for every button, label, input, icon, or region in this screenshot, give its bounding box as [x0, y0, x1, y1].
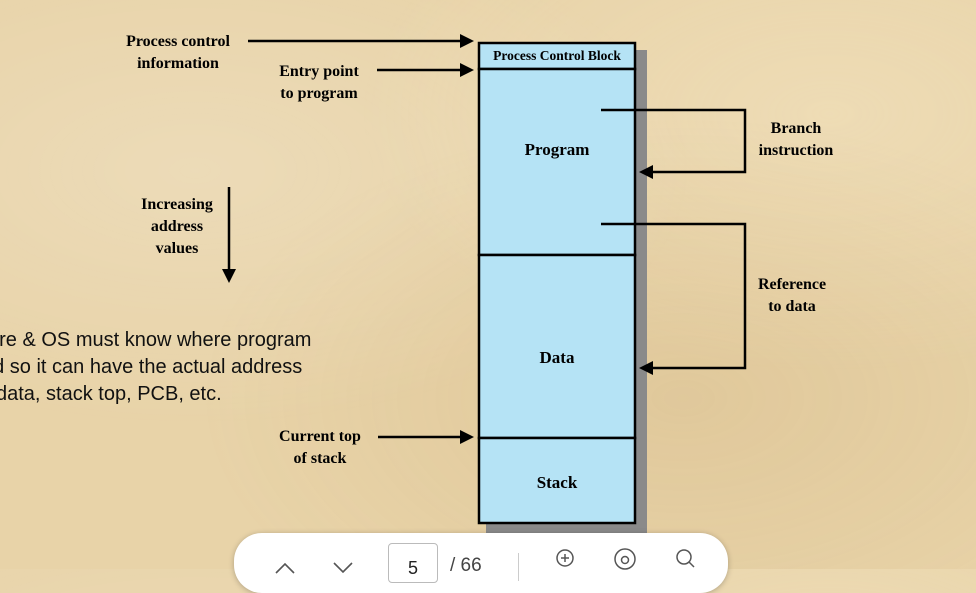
pcb-label: Process Control Block: [493, 48, 621, 63]
stack-top-arrow: [378, 430, 474, 444]
process-control-info-label: Process control information: [126, 33, 230, 72]
search-icon[interactable]: [670, 547, 700, 577]
increasing-address-arrow: [222, 187, 236, 283]
slide-body-text: are & OS must know where program ed so i…: [0, 327, 390, 408]
increasing-address-label: Increasing address values: [141, 196, 213, 257]
entry-point-arrow: [377, 63, 474, 77]
stack-section: [477, 436, 637, 525]
zoom-in-icon[interactable]: [550, 547, 580, 577]
stack-label: Stack: [536, 473, 578, 492]
entry-point-label: Entry point to program: [279, 63, 359, 102]
slide: Process Control Block Program Data Stack…: [0, 33, 834, 534]
branch-instruction-label: Branch instruction: [758, 120, 834, 159]
branch-instruction-arrow: [601, 108, 747, 179]
body-line-1: are & OS must know where program: [0, 329, 312, 351]
reference-to-data-label: Reference to data: [757, 276, 827, 315]
chevron-down-icon[interactable]: [328, 553, 358, 583]
data-label: Data: [539, 348, 575, 367]
page-number-input[interactable]: 5: [388, 543, 438, 583]
pcb-section: [477, 41, 637, 71]
chevron-up-icon[interactable]: [270, 553, 300, 583]
reference-to-data-arrow: [601, 222, 747, 375]
page-total: / 66: [450, 555, 482, 576]
body-line-3: data, stack top, PCB, etc.: [0, 383, 222, 405]
body-line-2: ed so it can have the actual address: [0, 356, 303, 378]
process-control-arrow: [248, 34, 474, 48]
program-label: Program: [524, 140, 590, 159]
current-top-stack-label: Current top of stack: [279, 428, 361, 467]
process-image-diagram: [222, 34, 747, 534]
fit-page-icon[interactable]: [610, 547, 640, 577]
data-section: [477, 253, 637, 440]
program-section: [477, 67, 637, 257]
toolbar-divider: [518, 553, 519, 581]
pdf-viewer-toolbar: 5 / 66: [234, 533, 728, 593]
